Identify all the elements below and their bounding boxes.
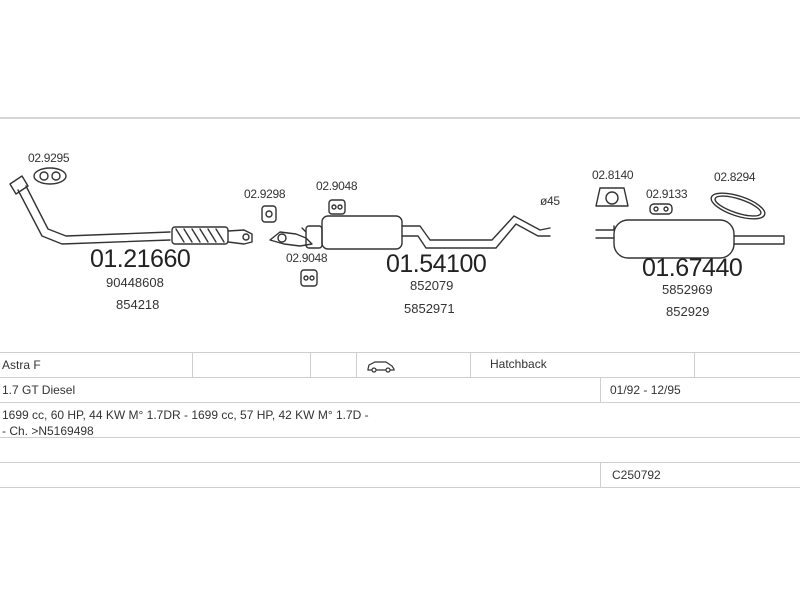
clamp-code: 02.9295	[28, 151, 70, 165]
downpipe-ref1: 90448608	[106, 275, 164, 290]
divider	[310, 353, 311, 378]
clamp-02-9295-icon	[33, 167, 67, 185]
mount-02-9048-a-icon	[328, 199, 346, 215]
table-row-engine: 1.7 GT Diesel 01/92 - 12/95	[0, 377, 800, 403]
middle-ref1: 852079	[410, 278, 454, 293]
mount-code-c: 02.9048	[286, 251, 328, 265]
rear-ref2: 852929	[666, 304, 710, 319]
chassis-cell: - Ch. >N5169498	[2, 424, 94, 438]
mount-02-9133-icon	[649, 203, 673, 215]
spec-cell: 1699 cc, 60 HP, 44 KW M° 1.7DR - 1699 cc…	[2, 408, 369, 422]
divider	[192, 353, 193, 378]
mount-02-9048-b-icon	[300, 269, 318, 287]
table-row-code: C250792	[0, 462, 800, 488]
downpipe-ref2: 854218	[116, 297, 160, 312]
table-row-model: Astra F Hatchback	[0, 352, 800, 378]
mount-02-9298-icon	[261, 205, 277, 223]
divider	[694, 353, 695, 378]
code-cell: C250792	[612, 468, 661, 482]
body-type-cell: Hatchback	[490, 357, 547, 371]
table-row-empty	[0, 437, 800, 463]
middle-part-number: 01.54100	[386, 250, 487, 278]
clamp-02-8294-icon	[710, 192, 766, 220]
divider	[356, 353, 357, 378]
rear-mount-code-b: 02.9133	[646, 187, 688, 201]
divider	[470, 353, 471, 378]
mount-02-8140-icon	[595, 187, 629, 207]
model-cell: Astra F	[2, 358, 41, 372]
engine-cell: 1.7 GT Diesel	[2, 383, 76, 397]
middle-silencer-part	[269, 215, 551, 250]
mount-code-b: 02.9048	[316, 179, 358, 193]
table-row-spec: 1699 cc, 60 HP, 44 KW M° 1.7DR - 1699 cc…	[0, 402, 800, 438]
rear-ref1: 5852969	[662, 282, 713, 297]
years-cell: 01/92 - 12/95	[610, 383, 681, 397]
pipe-diameter: ø45	[540, 194, 560, 208]
top-border	[0, 117, 800, 119]
divider	[600, 378, 601, 403]
divider	[600, 463, 601, 487]
rear-mount-code-a: 02.8140	[592, 168, 634, 182]
hatchback-car-icon	[366, 359, 396, 376]
exhaust-diagram	[9, 167, 785, 287]
rear-mount-code-c: 02.8294	[714, 170, 756, 184]
downpipe-part	[9, 175, 253, 245]
middle-ref2: 5852971	[404, 301, 455, 316]
rear-part-number: 01.67440	[642, 254, 743, 282]
downpipe-part-number: 01.21660	[90, 245, 191, 273]
mount-code-a: 02.9298	[244, 187, 286, 201]
rear-silencer-part	[595, 219, 785, 259]
